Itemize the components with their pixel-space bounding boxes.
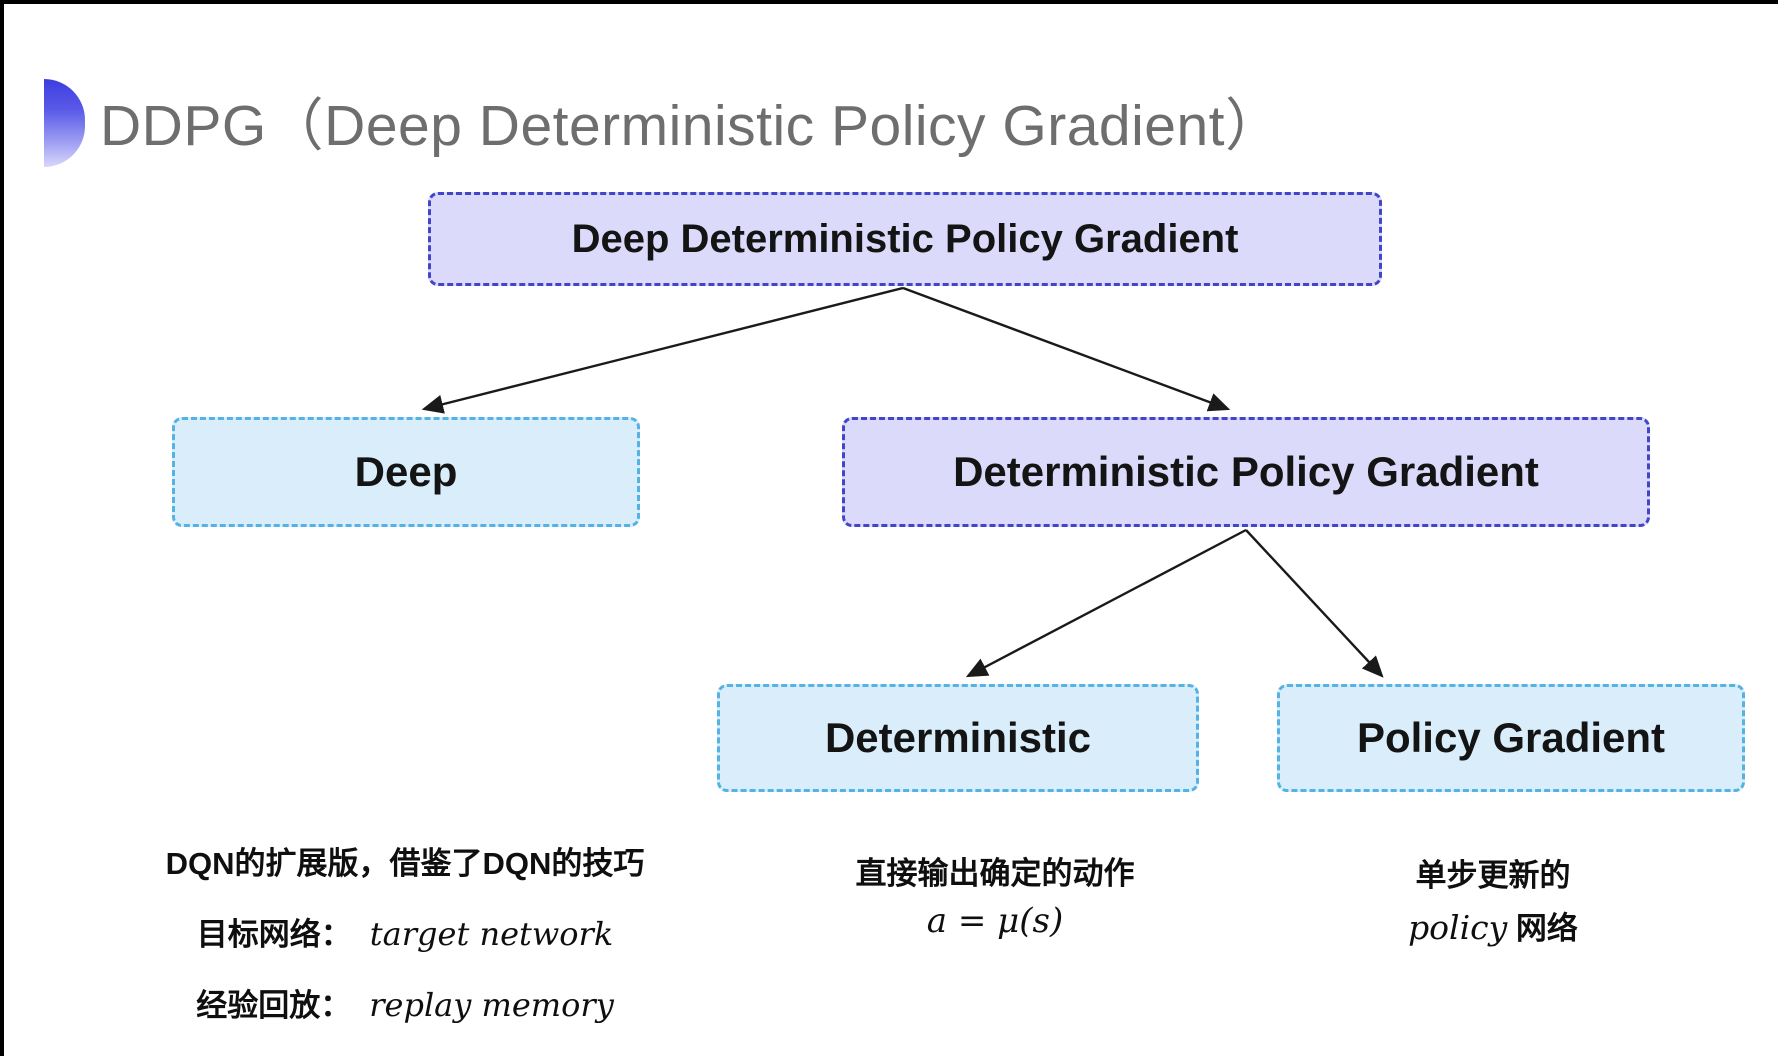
annotation-line: 经验回放： replay memory	[105, 980, 705, 1025]
annotation-formula: a = μ(s)	[926, 901, 1064, 941]
screen-top-border	[0, 0, 1778, 4]
annotation-deep: DQN的扩展版，借鉴了DQN的技巧 目标网络： target network 经验…	[105, 838, 705, 1051]
node-deep-deterministic-policy-gradient: Deep Deterministic Policy Gradient	[428, 192, 1382, 286]
annotation-label: 经验回放：	[196, 988, 352, 1023]
annotation-line: policy 网络	[1293, 903, 1693, 948]
node-label: Policy Gradient	[1356, 714, 1666, 761]
node-label: Deep	[354, 448, 458, 495]
node-policy-gradient: Policy Gradient	[1277, 684, 1745, 792]
node-label: Deterministic	[824, 714, 1092, 761]
node-label: Deterministic Policy Gradient	[953, 448, 1539, 495]
edge-dpg-to-deterministic	[965, 528, 1247, 678]
annotation-line: 直接输出确定的动作	[855, 856, 1135, 891]
edge-root-to-dpg	[902, 286, 1231, 412]
screen-left-border	[0, 0, 4, 1056]
annotation-label: 网络	[1507, 911, 1578, 946]
annotation-term: policy	[1408, 908, 1508, 947]
annotation-term: replay memory	[369, 986, 614, 1024]
page-title: DDPG（Deep Deterministic Policy Gradient）	[100, 94, 1283, 158]
node-deep: Deep	[172, 417, 640, 527]
edge-dpg-to-policy-gradient	[1245, 529, 1384, 678]
annotation-line: 单步更新的	[1415, 858, 1571, 893]
node-deterministic: Deterministic	[717, 684, 1199, 792]
annotation-label: 目标网络：	[196, 917, 352, 952]
annotation-deterministic: 直接输出确定的动作 a = μ(s)	[795, 848, 1195, 949]
annotation-policy-gradient: 单步更新的 policy 网络	[1293, 850, 1693, 956]
node-deterministic-policy-gradient: Deterministic Policy Gradient	[842, 417, 1650, 527]
edge-root-to-deep	[421, 286, 904, 414]
annotation-line: 目标网络： target network	[105, 909, 705, 954]
node-label: Deep Deterministic Policy Gradient	[571, 216, 1239, 261]
annotation-term: target network	[369, 915, 614, 953]
annotation-line: DQN的扩展版，借鉴了DQN的技巧	[165, 846, 645, 881]
